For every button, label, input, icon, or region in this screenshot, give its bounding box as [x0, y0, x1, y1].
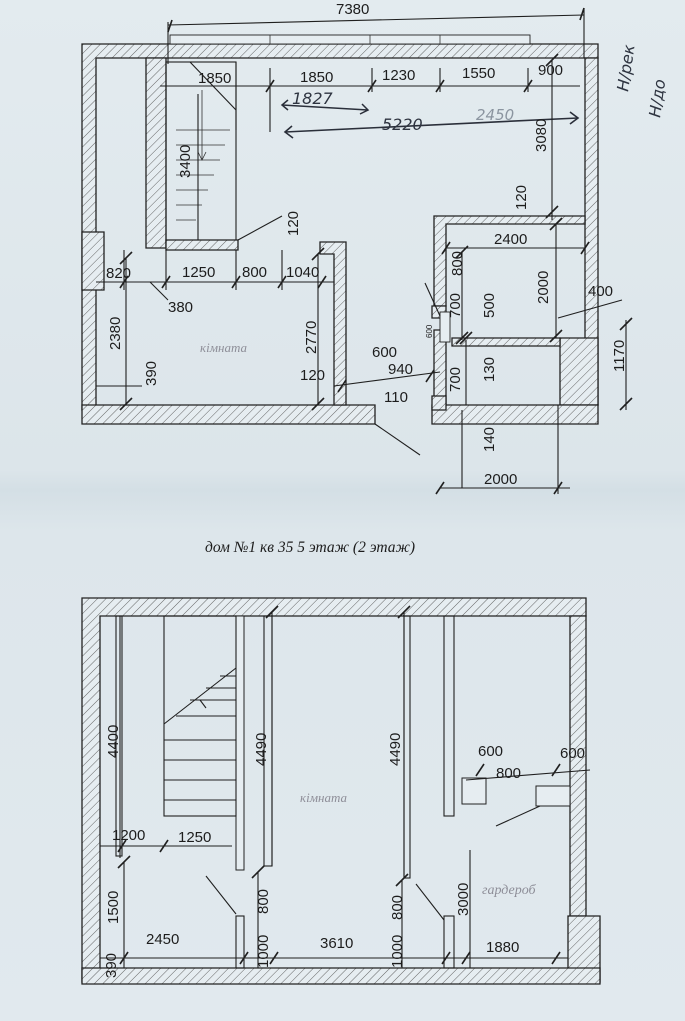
- plan2-door-post: [443, 915, 455, 969]
- plan1-dim-800b: 800: [449, 251, 466, 276]
- plan1-hand-note-1: Н/рек: [613, 43, 638, 93]
- plan2-dim-4490a: 4490: [253, 733, 270, 766]
- plan1-dim-500: 500: [481, 293, 498, 318]
- plan1-dim-700b: 700: [447, 367, 464, 392]
- plan2-dim-600b: 600: [560, 745, 585, 762]
- plan1-dim-800a: 800: [242, 264, 267, 281]
- plan1-dim-400: 400: [588, 283, 613, 300]
- plan2-dim-3610: 3610: [320, 935, 353, 952]
- plan1-dim-2000h: 2000: [484, 471, 517, 488]
- plan1-dim-900: 900: [538, 62, 563, 79]
- plan1-right-lower-block: [559, 337, 599, 406]
- plan1-bottom-wall-right: [431, 404, 599, 425]
- plan1-small-box: [439, 311, 451, 343]
- plan1-dim-120c: 120: [300, 367, 325, 384]
- plan1-hand-1827: 1827: [292, 89, 334, 108]
- plan2-dim-1200: 1200: [112, 827, 145, 844]
- plan1-dim-2000v: 2000: [535, 271, 552, 304]
- plan2-dim-1880: 1880: [486, 939, 519, 956]
- plan2-dim-390: 390: [103, 953, 120, 978]
- plan2-dim-800a: 800: [496, 765, 521, 782]
- plan2-dim-4490b: 4490: [387, 733, 404, 766]
- plan1-dim-1850a: 1850: [198, 70, 231, 87]
- plan1-bottom-stub: [431, 395, 447, 411]
- plan1-dim-130: 130: [481, 357, 498, 382]
- plan2-bottom-wall: [81, 967, 601, 985]
- plan2-dim-1000a: 1000: [255, 935, 272, 968]
- plan2-wardrobe-block-right: [535, 785, 571, 807]
- plan1-dim-2400: 2400: [494, 231, 527, 248]
- plan2-right-wall: [569, 615, 587, 917]
- plan2-dim-600a: 600: [478, 743, 503, 760]
- plan2-stair-wall: [235, 615, 245, 871]
- plan1-room-label: кімната: [200, 340, 247, 355]
- plan1-dim-1170: 1170: [611, 340, 628, 372]
- plan2-partition-3: [403, 615, 411, 879]
- plan1-dim-600: 600: [372, 344, 397, 361]
- plan1-dim-3080: 3080: [533, 119, 550, 152]
- plan1-dim-3400: 3400: [177, 145, 194, 178]
- plan1-dim-1550: 1550: [462, 65, 495, 82]
- plan2-dim-1500: 1500: [105, 891, 122, 924]
- plan1-hand-2450: 2450: [476, 106, 514, 124]
- plan1-hand-5220: 5220: [382, 115, 423, 134]
- plan1-dim-700a: 700: [447, 293, 464, 318]
- plan1-small-label: 600: [425, 324, 434, 338]
- plan2-dim-2450: 2450: [146, 931, 179, 948]
- plan1-dim-120b: 120: [513, 185, 530, 210]
- plan2-dim-1000b: 1000: [389, 935, 406, 968]
- plan1-overall-width: 7380: [336, 1, 369, 18]
- plan1-dim-820: 820: [106, 265, 131, 282]
- plan2-wardrobe-label: гардероб: [482, 883, 537, 898]
- floor-caption: дом №1 кв 35 5 этаж (2 этаж): [205, 539, 415, 556]
- plan1-dim-110: 110: [384, 389, 408, 406]
- plan1-dim-1850b: 1850: [300, 69, 333, 86]
- plan1-hand-note-2: Н/до: [645, 78, 669, 119]
- plan1-center-partition: [319, 241, 347, 406]
- plan2-dim-3000: 3000: [455, 883, 472, 916]
- plan2-left-partition: [115, 615, 123, 857]
- plan1-dim-2380: 2380: [107, 317, 124, 350]
- plan2-dim-800b: 800: [255, 889, 272, 914]
- plan1-stair-bottom-wall: [165, 239, 239, 251]
- plan1-dim-1040: 1040: [286, 264, 319, 281]
- plan1-bottom-wall-left: [81, 404, 376, 425]
- plan1-dim-940: 940: [388, 361, 413, 378]
- plan1-dim-380: 380: [168, 299, 193, 316]
- plan1-dim-1250: 1250: [182, 264, 215, 281]
- plan1-left-pillar: [81, 231, 105, 291]
- plan2-dim-1250: 1250: [178, 829, 211, 846]
- plan1-dim-140: 140: [481, 427, 498, 452]
- plan-2: 4400 4490 4490 600 800 600 1200 1250 150…: [81, 597, 601, 985]
- plan1-dim-120a: 120: [285, 211, 302, 236]
- plan2-dim-4400: 4400: [105, 725, 122, 758]
- plan2-door-post-2: [235, 915, 245, 969]
- plan1-dim-2770: 2770: [303, 321, 320, 354]
- plan2-wardrobe-block-left: [461, 777, 487, 805]
- plan1-window-strip: [169, 34, 531, 45]
- plan2-dim-800c: 800: [389, 895, 406, 920]
- plan2-partition-4: [443, 615, 455, 817]
- plan1-dim-1230: 1230: [382, 67, 415, 84]
- plan1-niche-wall: [451, 337, 561, 347]
- plan2-room-label: кімната: [300, 790, 347, 805]
- plan-1: 7380 1850 1850 1230 1550 900 3400 3080 1…: [81, 1, 669, 495]
- plan1-dim-390: 390: [143, 361, 160, 386]
